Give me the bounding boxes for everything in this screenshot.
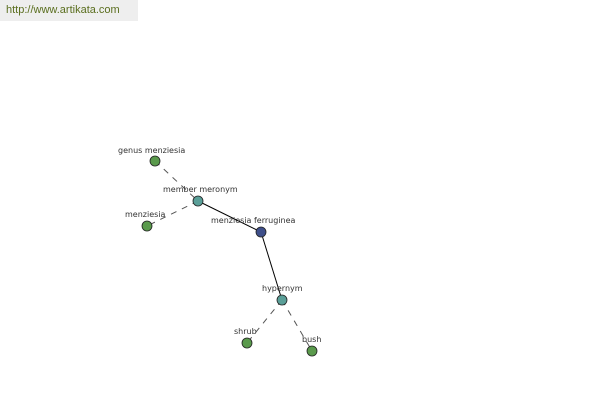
edges-layer	[146, 160, 313, 352]
node-shrub[interactable]	[241, 337, 253, 349]
edge-member-meronym-to-menziesia	[146, 200, 199, 227]
label-menziesia-ferruginea: menziesia ferruginea	[211, 216, 296, 225]
label-shrub: shrub	[234, 327, 257, 336]
label-menziesia: menziesia	[125, 210, 166, 219]
label-bush: bush	[302, 335, 321, 344]
node-genus-menziesia[interactable]	[149, 155, 161, 167]
node-member-meronym[interactable]	[192, 195, 204, 207]
node-bush[interactable]	[306, 345, 318, 357]
labels-layer: genus menziesia member meronym menziesia me…	[118, 146, 321, 344]
node-hypernym[interactable]	[276, 294, 288, 306]
edge-genus-menziesia-to-member-meronym	[154, 160, 199, 202]
edge-hypernym-to-bush	[281, 299, 313, 352]
edge-hypernym-to-shrub	[246, 299, 283, 344]
node-menziesia-ferruginea[interactable]	[255, 226, 267, 238]
nodes-layer	[141, 155, 318, 357]
edge-menziesia-ferruginea-to-hypernym	[260, 231, 283, 301]
label-member-meronym: member meronym	[163, 185, 238, 194]
url-banner: http://www.artikata.com	[0, 0, 138, 21]
edge-member-meronym-to-menziesia-ferruginea	[197, 200, 262, 233]
label-hypernym: hypernym	[262, 284, 303, 293]
node-menziesia[interactable]	[141, 220, 153, 232]
site-url-link[interactable]: http://www.artikata.com	[6, 4, 120, 16]
label-genus-menziesia: genus menziesia	[118, 146, 185, 155]
